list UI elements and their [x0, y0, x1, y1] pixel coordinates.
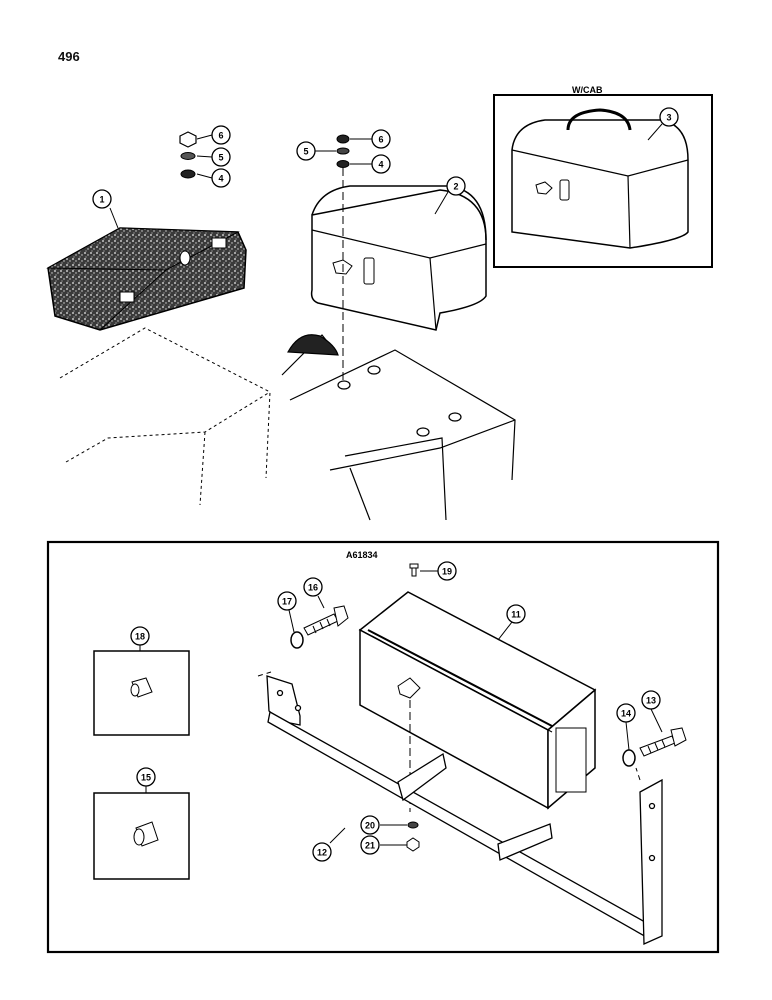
callout-6b: 6	[371, 129, 391, 149]
cab-inset-frame	[493, 94, 713, 268]
callout-2: 2	[446, 176, 466, 196]
callout-3: 3	[659, 107, 679, 127]
washer-17-drawing	[290, 631, 304, 649]
callout-5b-label: 5	[303, 147, 308, 157]
callout-13: 13	[641, 690, 661, 710]
callout-14: 14	[616, 703, 636, 723]
callout-15-label: 15	[141, 773, 151, 783]
callout-1: 1	[92, 189, 112, 209]
callout-4b: 4	[371, 154, 391, 174]
callout-17-label: 17	[282, 597, 292, 607]
callout-12-label: 12	[317, 848, 327, 858]
callout-16: 16	[303, 577, 323, 597]
callout-12: 12	[312, 842, 332, 862]
nut-21-drawing	[406, 837, 420, 852]
callout-6a-label: 6	[218, 131, 223, 141]
hardware-stack-center	[336, 134, 350, 168]
toolbox-1-drawing	[46, 227, 247, 331]
callout-21: 21	[360, 835, 380, 855]
screw-19-drawing	[409, 563, 419, 577]
page-number: 496	[58, 49, 80, 64]
callout-13-label: 13	[646, 696, 656, 706]
callout-20: 20	[360, 815, 380, 835]
callout-17: 17	[277, 591, 297, 611]
callout-18: 18	[130, 626, 150, 646]
callout-5a: 5	[211, 147, 231, 167]
callout-1-label: 1	[99, 195, 104, 205]
spacer-18-drawing	[130, 677, 153, 698]
bolt-13-drawing	[639, 727, 687, 757]
hardware-stack-left	[179, 131, 197, 179]
callout-4b-label: 4	[378, 160, 383, 170]
callout-11-label: 11	[511, 610, 521, 620]
callout-19-label: 19	[442, 567, 452, 577]
cab-label: W/CAB	[572, 85, 603, 95]
toolbox-11-drawing	[358, 591, 597, 810]
washer-14-drawing	[622, 749, 636, 767]
callout-4a-label: 4	[218, 174, 223, 184]
callout-5b: 5	[296, 141, 316, 161]
callout-4a: 4	[211, 168, 231, 188]
fender-right	[281, 334, 516, 521]
callout-11: 11	[506, 604, 526, 624]
inset-18-frame	[93, 650, 190, 736]
bracket-12-drawing	[266, 675, 663, 945]
toolbox-2-drawing	[310, 185, 487, 331]
callout-2-label: 2	[453, 182, 458, 192]
callout-19: 19	[437, 561, 457, 581]
callout-21-label: 21	[365, 841, 375, 851]
callout-3-label: 3	[666, 113, 671, 123]
spacer-15-drawing	[133, 821, 159, 847]
callout-18-label: 18	[135, 632, 145, 642]
callout-16-label: 16	[308, 583, 318, 593]
callout-6b-label: 6	[378, 135, 383, 145]
washer-20-drawing	[407, 821, 419, 829]
bottom-panel-frame	[46, 540, 720, 954]
callout-14-label: 14	[621, 709, 631, 719]
callout-6a: 6	[211, 125, 231, 145]
bolt-16-drawing	[303, 605, 349, 636]
callout-20-label: 20	[365, 821, 375, 831]
illustration-id: A61834	[346, 550, 378, 560]
toolbox-3-drawing	[511, 108, 689, 249]
inset-15-frame	[93, 792, 190, 880]
callout-5a-label: 5	[218, 153, 223, 163]
fender-outline	[59, 327, 271, 506]
callout-15: 15	[136, 767, 156, 787]
